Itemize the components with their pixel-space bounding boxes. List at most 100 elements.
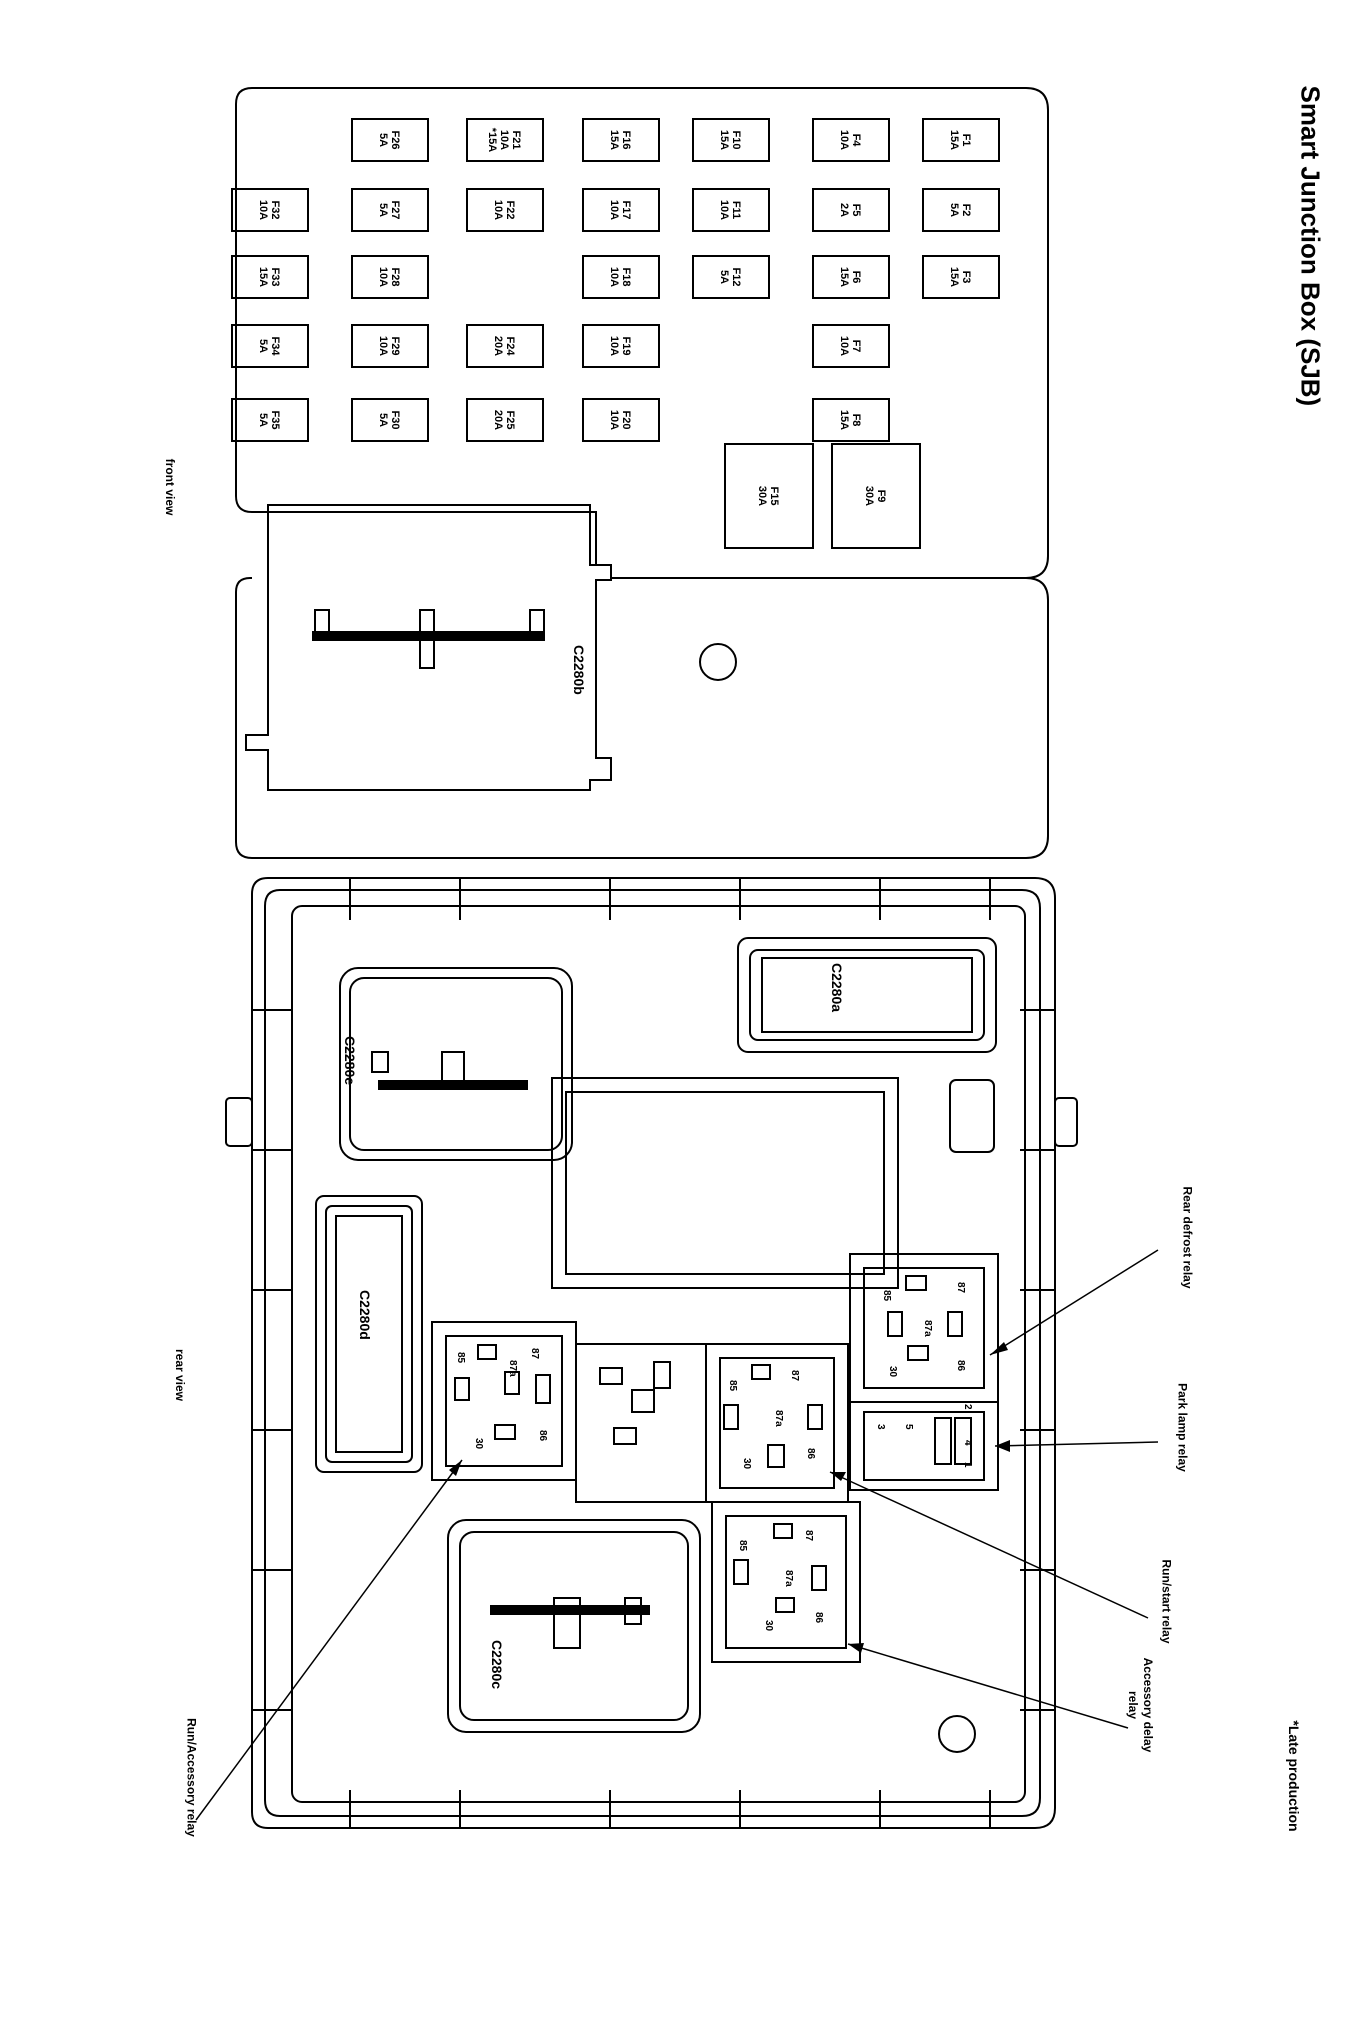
relay-pin-number: 86: [955, 1360, 966, 1372]
fuse-label: F2910A: [377, 336, 401, 356]
rear-inner-frame: [291, 905, 1026, 1803]
fuse-f9: F930A: [831, 443, 921, 549]
rear-view-label: rear view: [173, 1348, 187, 1402]
fuse-id: F24: [504, 337, 516, 357]
fuse-f25: F2520A: [466, 398, 544, 442]
center-channel: [551, 1077, 899, 1289]
relay-pin-number: 30: [763, 1620, 774, 1632]
fuse-id: F2: [960, 204, 972, 217]
fuse-id: F17: [620, 201, 632, 220]
fuse-label: F710A: [838, 336, 862, 356]
fuse-id: F32: [269, 201, 281, 220]
fuse-f26: F265A: [351, 118, 429, 162]
relay-pin-number: 4: [962, 1440, 973, 1446]
fuse-f19: F1910A: [582, 324, 660, 368]
fuse-f30: F305A: [351, 398, 429, 442]
diagram-title: Smart Junction Box (SJB): [1295, 85, 1326, 407]
fuse-label: F115A: [948, 130, 972, 150]
fuse-id: F15: [768, 487, 780, 506]
fuse-label: F3210A: [257, 200, 281, 220]
fuse-id: F22: [504, 201, 516, 220]
fuse-label: F2010A: [608, 410, 632, 430]
relay-pin-number: 85: [727, 1380, 738, 1392]
fuse-id: F5: [850, 204, 862, 217]
fuse-f24: F2420A: [466, 324, 544, 368]
fuse-rating: 15A: [718, 130, 730, 150]
relay-pin-number: 87a: [507, 1360, 518, 1377]
fuse-f33: F3315A: [231, 255, 309, 299]
fuse-label: F275A: [377, 201, 401, 220]
footnote: *Late production: [1286, 1720, 1302, 1832]
fuse-f27: F275A: [351, 188, 429, 232]
fuse-id: F11: [730, 201, 742, 219]
mount-hole-front: [699, 643, 737, 681]
fuse-rating: 5A: [377, 133, 389, 147]
fuse-rating: 10A: [718, 200, 730, 220]
relay-pin-number: 2: [962, 1404, 973, 1410]
fuse-label: F2110A*15A: [486, 128, 522, 153]
fuse-f16: F1615A: [582, 118, 660, 162]
fuse-id: F1: [960, 134, 972, 147]
fuse-id: F16: [620, 131, 632, 150]
relay-pin-number: 30: [741, 1458, 752, 1470]
fuse-label: F2210A: [492, 200, 516, 220]
connector-label-c2280b: C2280b: [571, 645, 587, 695]
fuse-rating: 15A: [838, 410, 850, 430]
callout-accessory-delay-relay: Accessory delay relay: [1126, 1657, 1155, 1753]
fuse-label: F1910A: [608, 336, 632, 356]
fuse-label: F315A: [948, 267, 972, 287]
relay-pin-number: 30: [887, 1366, 898, 1378]
fuse-rating: 15A: [257, 267, 269, 287]
fuse-id: F9: [875, 490, 887, 503]
side-tab-left: [225, 1097, 253, 1147]
fuse-rating: 30A: [863, 486, 875, 506]
small-block: [949, 1079, 995, 1153]
fuse-rating: 20A: [492, 410, 504, 430]
fuse-rating: 10A: [608, 267, 620, 287]
front-view-label: front view: [163, 458, 177, 516]
c2280b-pin: [529, 609, 545, 639]
callout-run-accessory-relay: Run/Accessory relay: [184, 1718, 199, 1837]
fuse-label: F615A: [838, 267, 862, 287]
side-tab-right: [1054, 1097, 1078, 1147]
fuse-f12: F125A: [692, 255, 770, 299]
fuse-id: F18: [620, 268, 632, 287]
relay-pin-number: 86: [805, 1448, 816, 1460]
fuse-label: F930A: [863, 486, 887, 506]
connector-label-c2280c: C2280c: [489, 1640, 505, 1689]
fuse-rating: 10A: [608, 410, 620, 430]
fuse-label: F815A: [838, 410, 862, 430]
fuse-id: F6: [850, 271, 862, 284]
fuse-rating: 5A: [948, 203, 960, 217]
c2280b-connector: [245, 504, 612, 791]
fuse-id: F20: [620, 411, 632, 430]
wall-notches: [252, 878, 1055, 1828]
fuse-id: F33: [269, 268, 281, 287]
fuse-rating: 10A: [377, 336, 389, 356]
callout-park-lamp-relay: Park lamp relay: [1175, 1383, 1190, 1472]
relay-pin-number: 3: [875, 1424, 886, 1430]
relay-pin-number: 87: [789, 1370, 800, 1382]
fuse-rating: 10A: [492, 200, 504, 220]
fuse-f29: F2910A: [351, 324, 429, 368]
fuse-id: F26: [389, 131, 401, 150]
callout-rear-defrost-relay: Rear defrost relay: [1180, 1186, 1195, 1289]
relay-pin-number: 87a: [922, 1320, 933, 1337]
relay-pin-number: 30: [473, 1438, 484, 1450]
fuse-rating: 10A: [257, 200, 269, 220]
fuse-rating: 5A: [257, 339, 269, 353]
fuse-f2: F25A: [922, 188, 1000, 232]
fuse-f11: F1110A: [692, 188, 770, 232]
fuse-f5: F52A: [812, 188, 890, 232]
fuse-f17: F1710A: [582, 188, 660, 232]
connector-labels: C2280b C2280e C2280a C2280d C2280c: [342, 645, 845, 1689]
fuse-rating: 5A: [377, 413, 389, 427]
fuse-rating: 15A: [838, 267, 850, 287]
fuse-note: *15A: [486, 128, 498, 153]
fuse-rating: 15A: [948, 267, 960, 287]
relay-pin-number: 86: [813, 1612, 824, 1624]
fuse-label: F1615A: [608, 130, 632, 150]
fuse-rating: 10A: [608, 336, 620, 356]
fuse-id: F35: [269, 411, 281, 430]
fuse-f18: F1810A: [582, 255, 660, 299]
